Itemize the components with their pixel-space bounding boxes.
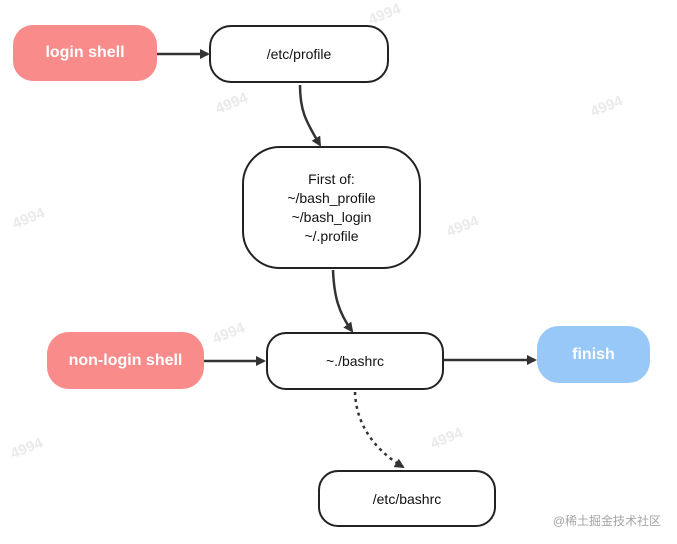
bashrc-home-node: ~./bashrc	[266, 332, 444, 390]
first-of-node: First of: ~/bash_profile ~/bash_login ~/…	[242, 146, 421, 269]
arrow-profile-to-first-of	[298, 84, 322, 147]
etc-bashrc-label: /etc/bashrc	[372, 490, 442, 507]
non-login-shell-label: non-login shell	[68, 351, 183, 369]
first-of-item-profile: ~/.profile	[304, 227, 359, 244]
login-shell-node: login shell	[13, 25, 157, 81]
finish-label: finish	[572, 345, 615, 363]
etc-profile-node: /etc/profile	[209, 25, 389, 83]
finish-node: finish	[537, 326, 650, 383]
arrow-first-of-to-bashrc	[331, 269, 354, 333]
arrow-bashrc-to-etc-bashrc	[353, 391, 405, 469]
bashrc-home-label: ~./bashrc	[326, 353, 384, 369]
first-of-title: First of:	[308, 170, 355, 187]
first-of-item-bash-login: ~/bash_login	[291, 208, 372, 225]
non-login-shell-node: non-login shell	[47, 332, 204, 389]
etc-bashrc-node: /etc/bashrc	[318, 470, 496, 527]
first-of-item-bash-profile: ~/bash_profile	[287, 189, 376, 206]
source-credit: @稀土掘金技术社区	[552, 514, 661, 528]
etc-profile-label: /etc/profile	[266, 46, 332, 62]
login-shell-label: login shell	[45, 44, 125, 61]
